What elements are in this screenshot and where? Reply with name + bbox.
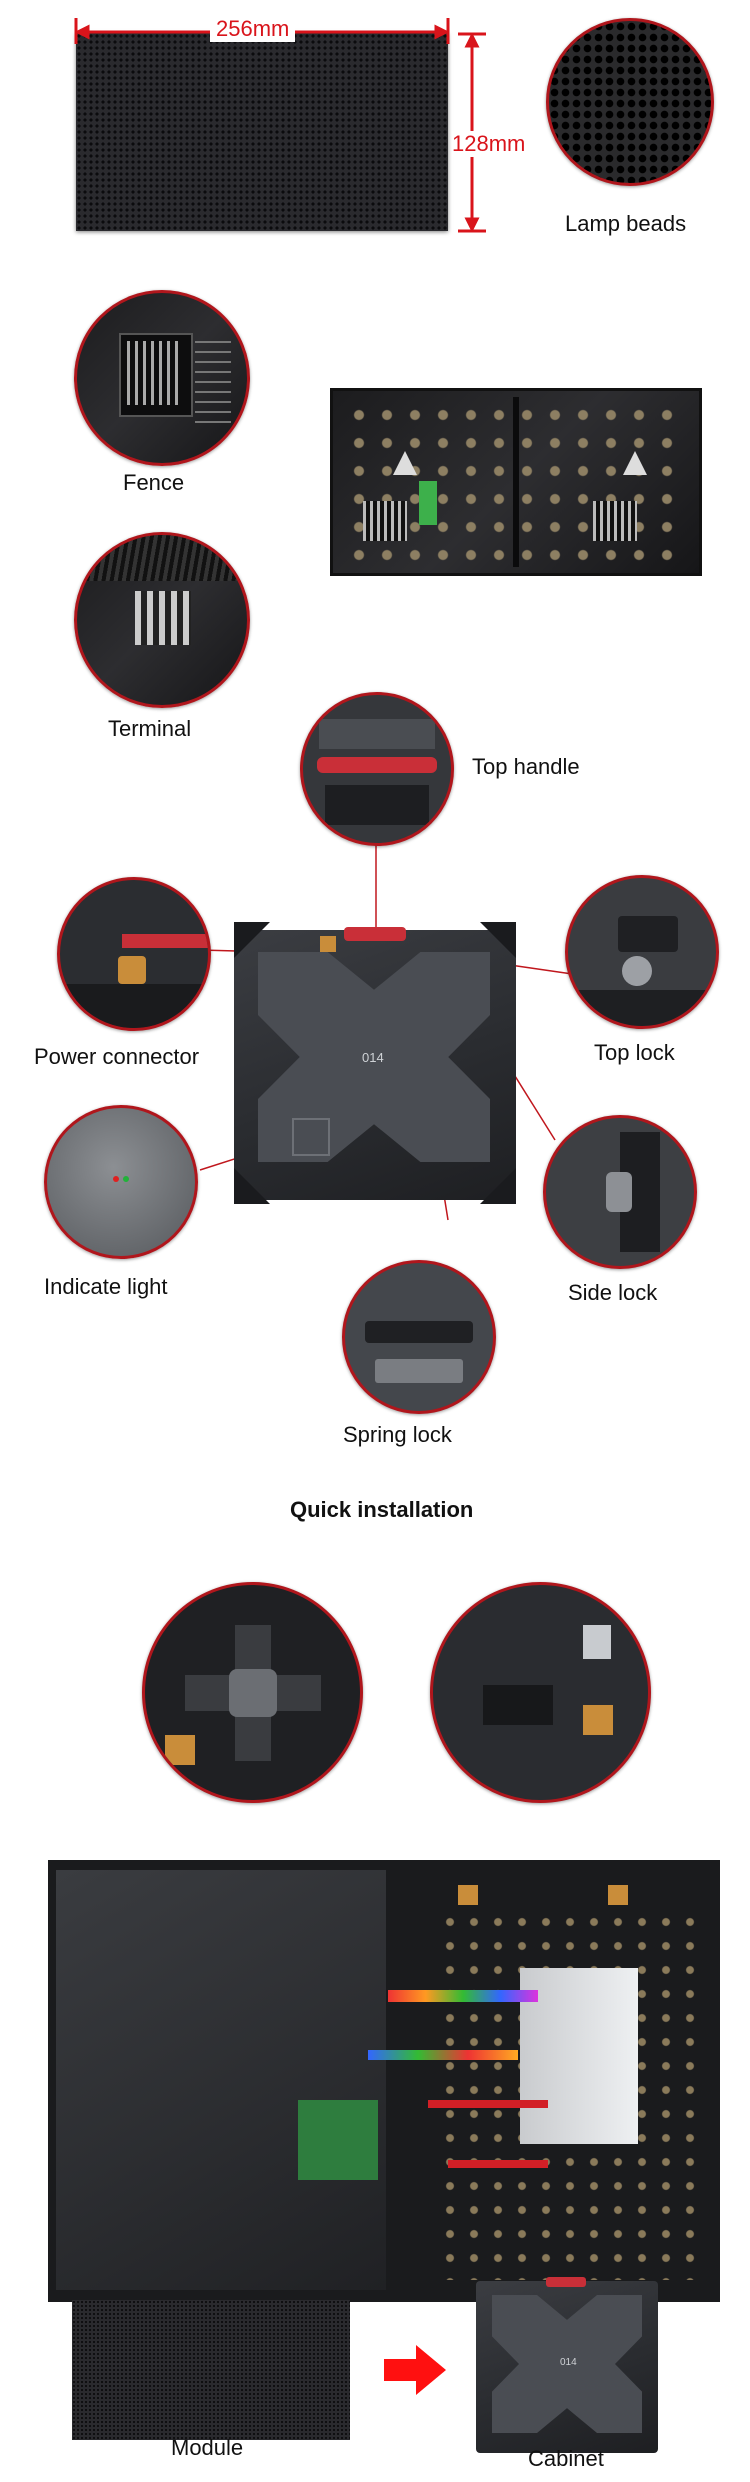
side-lock-label: Side lock: [568, 1280, 658, 1305]
cabinet-interior-photo: [48, 1860, 720, 2302]
terminal-zoom: [74, 532, 250, 708]
top-lock-label: Top lock: [594, 1040, 675, 1065]
spring-lock-label: Spring lock: [343, 1422, 452, 1447]
arrow-icon: [384, 2345, 446, 2395]
cabinet-photo: 014: [234, 922, 516, 1204]
top-handle-zoom: [300, 692, 454, 846]
width-dimension-label: 256mm: [210, 16, 296, 42]
cabinet-label: Cabinet: [528, 2446, 604, 2471]
cabinet-marking-bottom: 014: [560, 2357, 577, 2368]
cabinet-marking: 014: [362, 1050, 384, 1065]
top-handle-label: Top handle: [472, 754, 580, 779]
install-zoom-right: [430, 1582, 651, 1803]
module-front-photo: [76, 33, 448, 231]
indicate-light-label: Indicate light: [44, 1274, 168, 1299]
side-lock-zoom: [543, 1115, 697, 1269]
quick-installation-heading: Quick installation: [290, 1497, 474, 1522]
lamp-beads-label: Lamp beads: [565, 211, 687, 236]
fence-zoom: [74, 290, 250, 466]
terminal-label: Terminal: [108, 716, 192, 741]
top-lock-zoom: [565, 875, 719, 1029]
power-connector-zoom: [57, 877, 211, 1031]
fence-label: Fence: [123, 470, 185, 495]
module-label: Module: [171, 2435, 244, 2460]
open-back-cover: [56, 1870, 386, 2290]
cabinet-photo-bottom: 014: [476, 2275, 658, 2457]
module-photo-bottom: [72, 2300, 350, 2440]
spring-lock-zoom: [342, 1260, 496, 1414]
power-connector-label: Power connector: [34, 1044, 200, 1069]
lamp-beads-zoom: [546, 18, 714, 186]
height-dimension-label: 128mm: [452, 131, 526, 157]
install-zoom-left: [142, 1582, 363, 1803]
indicate-light-zoom: [44, 1105, 198, 1259]
power-supply: [520, 1968, 638, 2144]
module-back-photo: [330, 388, 702, 576]
